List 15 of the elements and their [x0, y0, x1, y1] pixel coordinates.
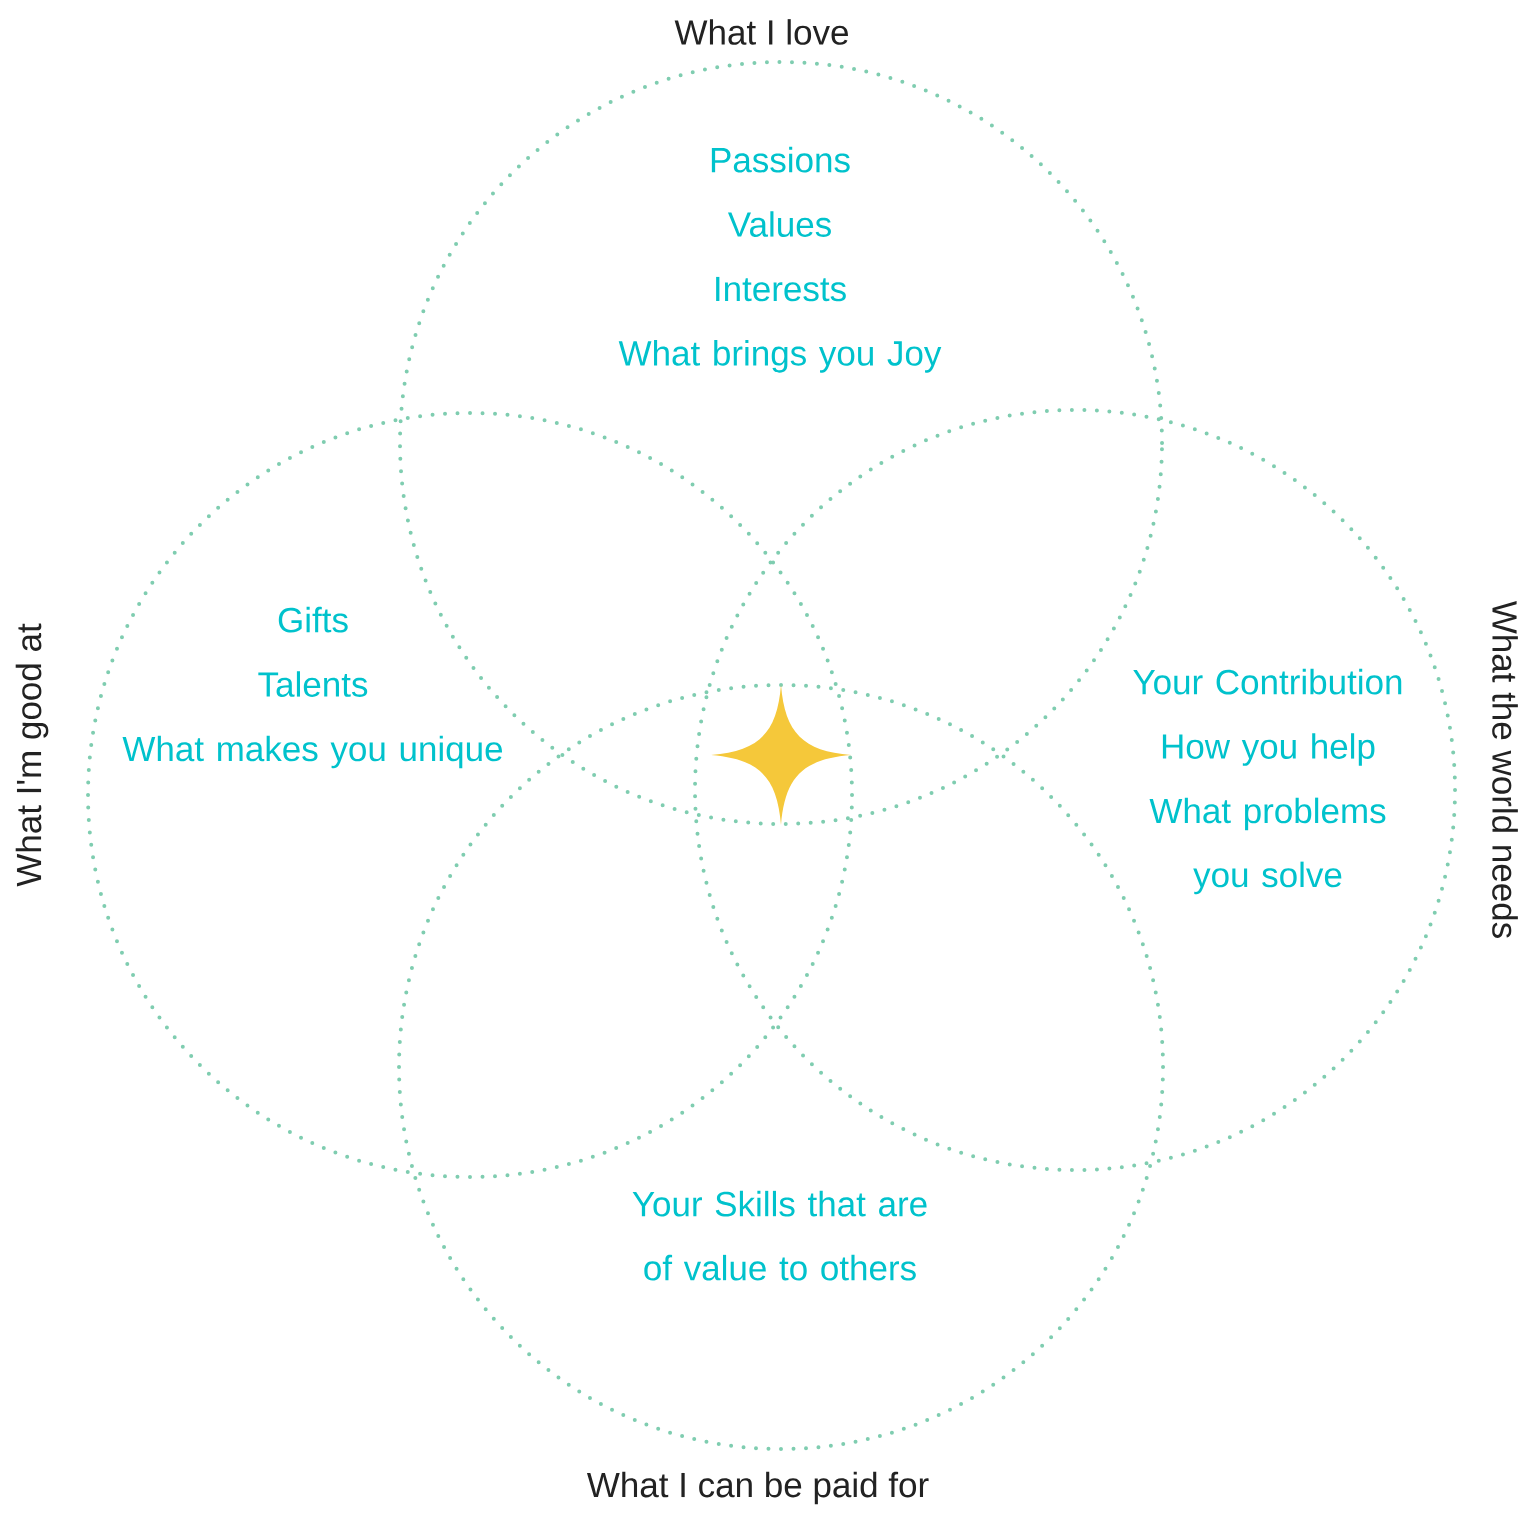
circle-text: How you help: [1162, 733, 1375, 766]
circle-heading: What the world needs: [1492, 600, 1518, 938]
circle-heading: What I can be paid for: [586, 1471, 929, 1505]
circle-text: Passions: [711, 146, 850, 173]
circle-heading: What I love: [674, 19, 848, 45]
circle-text: Your Skills that are of value to others: [632, 1190, 927, 1281]
circle-text: Your Contribution: [1133, 668, 1402, 695]
circle-heading: What I'm good at: [15, 623, 49, 887]
circle-text: What brings you Joy: [618, 340, 942, 373]
circle-text: Gifts: [278, 606, 348, 633]
circle-text: Interests: [716, 276, 846, 302]
circle-text: What problems you solve: [1149, 797, 1386, 895]
circle-text: What makes you unique: [122, 735, 502, 769]
circle-text: Values: [727, 211, 831, 237]
circle-text: Talents: [258, 671, 368, 697]
